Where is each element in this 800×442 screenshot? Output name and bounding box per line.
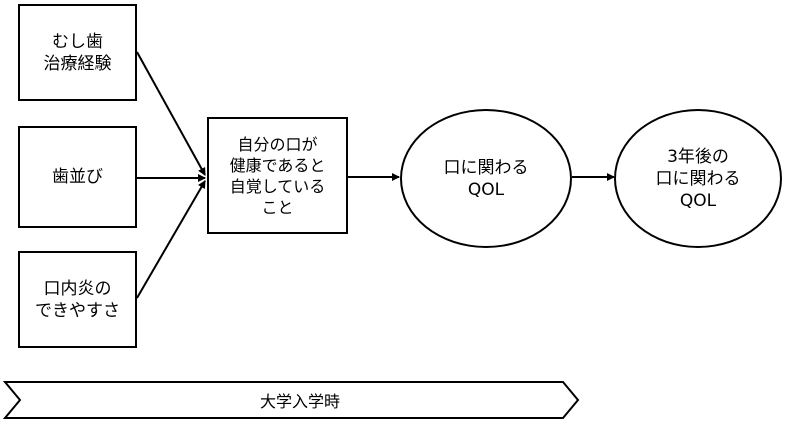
outcome-ellipse: 口に関わる QOL bbox=[400, 109, 572, 248]
arrow-factor3-to-mediator bbox=[136, 180, 206, 299]
outcome-label: 口に関わる QOL bbox=[443, 157, 529, 200]
mediator-label: 自分の口が 健康であると 自覚している こと bbox=[229, 134, 326, 217]
timeline-banner bbox=[2, 381, 580, 419]
factor-box-caries: むし歯 治療経験 bbox=[18, 4, 137, 101]
mediator-box: 自分の口が 健康であると 自覚している こと bbox=[207, 117, 348, 234]
factor-box-alignment: 歯並び bbox=[18, 126, 137, 228]
factor-label: むし歯 治療経験 bbox=[43, 31, 112, 74]
timeline-label: 大学入学時 bbox=[259, 392, 340, 411]
followup-label: 3年後の 口に関わる QOL bbox=[655, 146, 741, 211]
factor-label: 歯並び bbox=[52, 167, 103, 187]
followup-ellipse: 3年後の 口に関わる QOL bbox=[614, 109, 782, 248]
arrow-factor1-to-mediator bbox=[136, 51, 206, 176]
factor-box-stomatitis: 口内炎の できやすさ bbox=[18, 251, 137, 348]
factor-label: 口内炎の できやすさ bbox=[35, 278, 120, 321]
